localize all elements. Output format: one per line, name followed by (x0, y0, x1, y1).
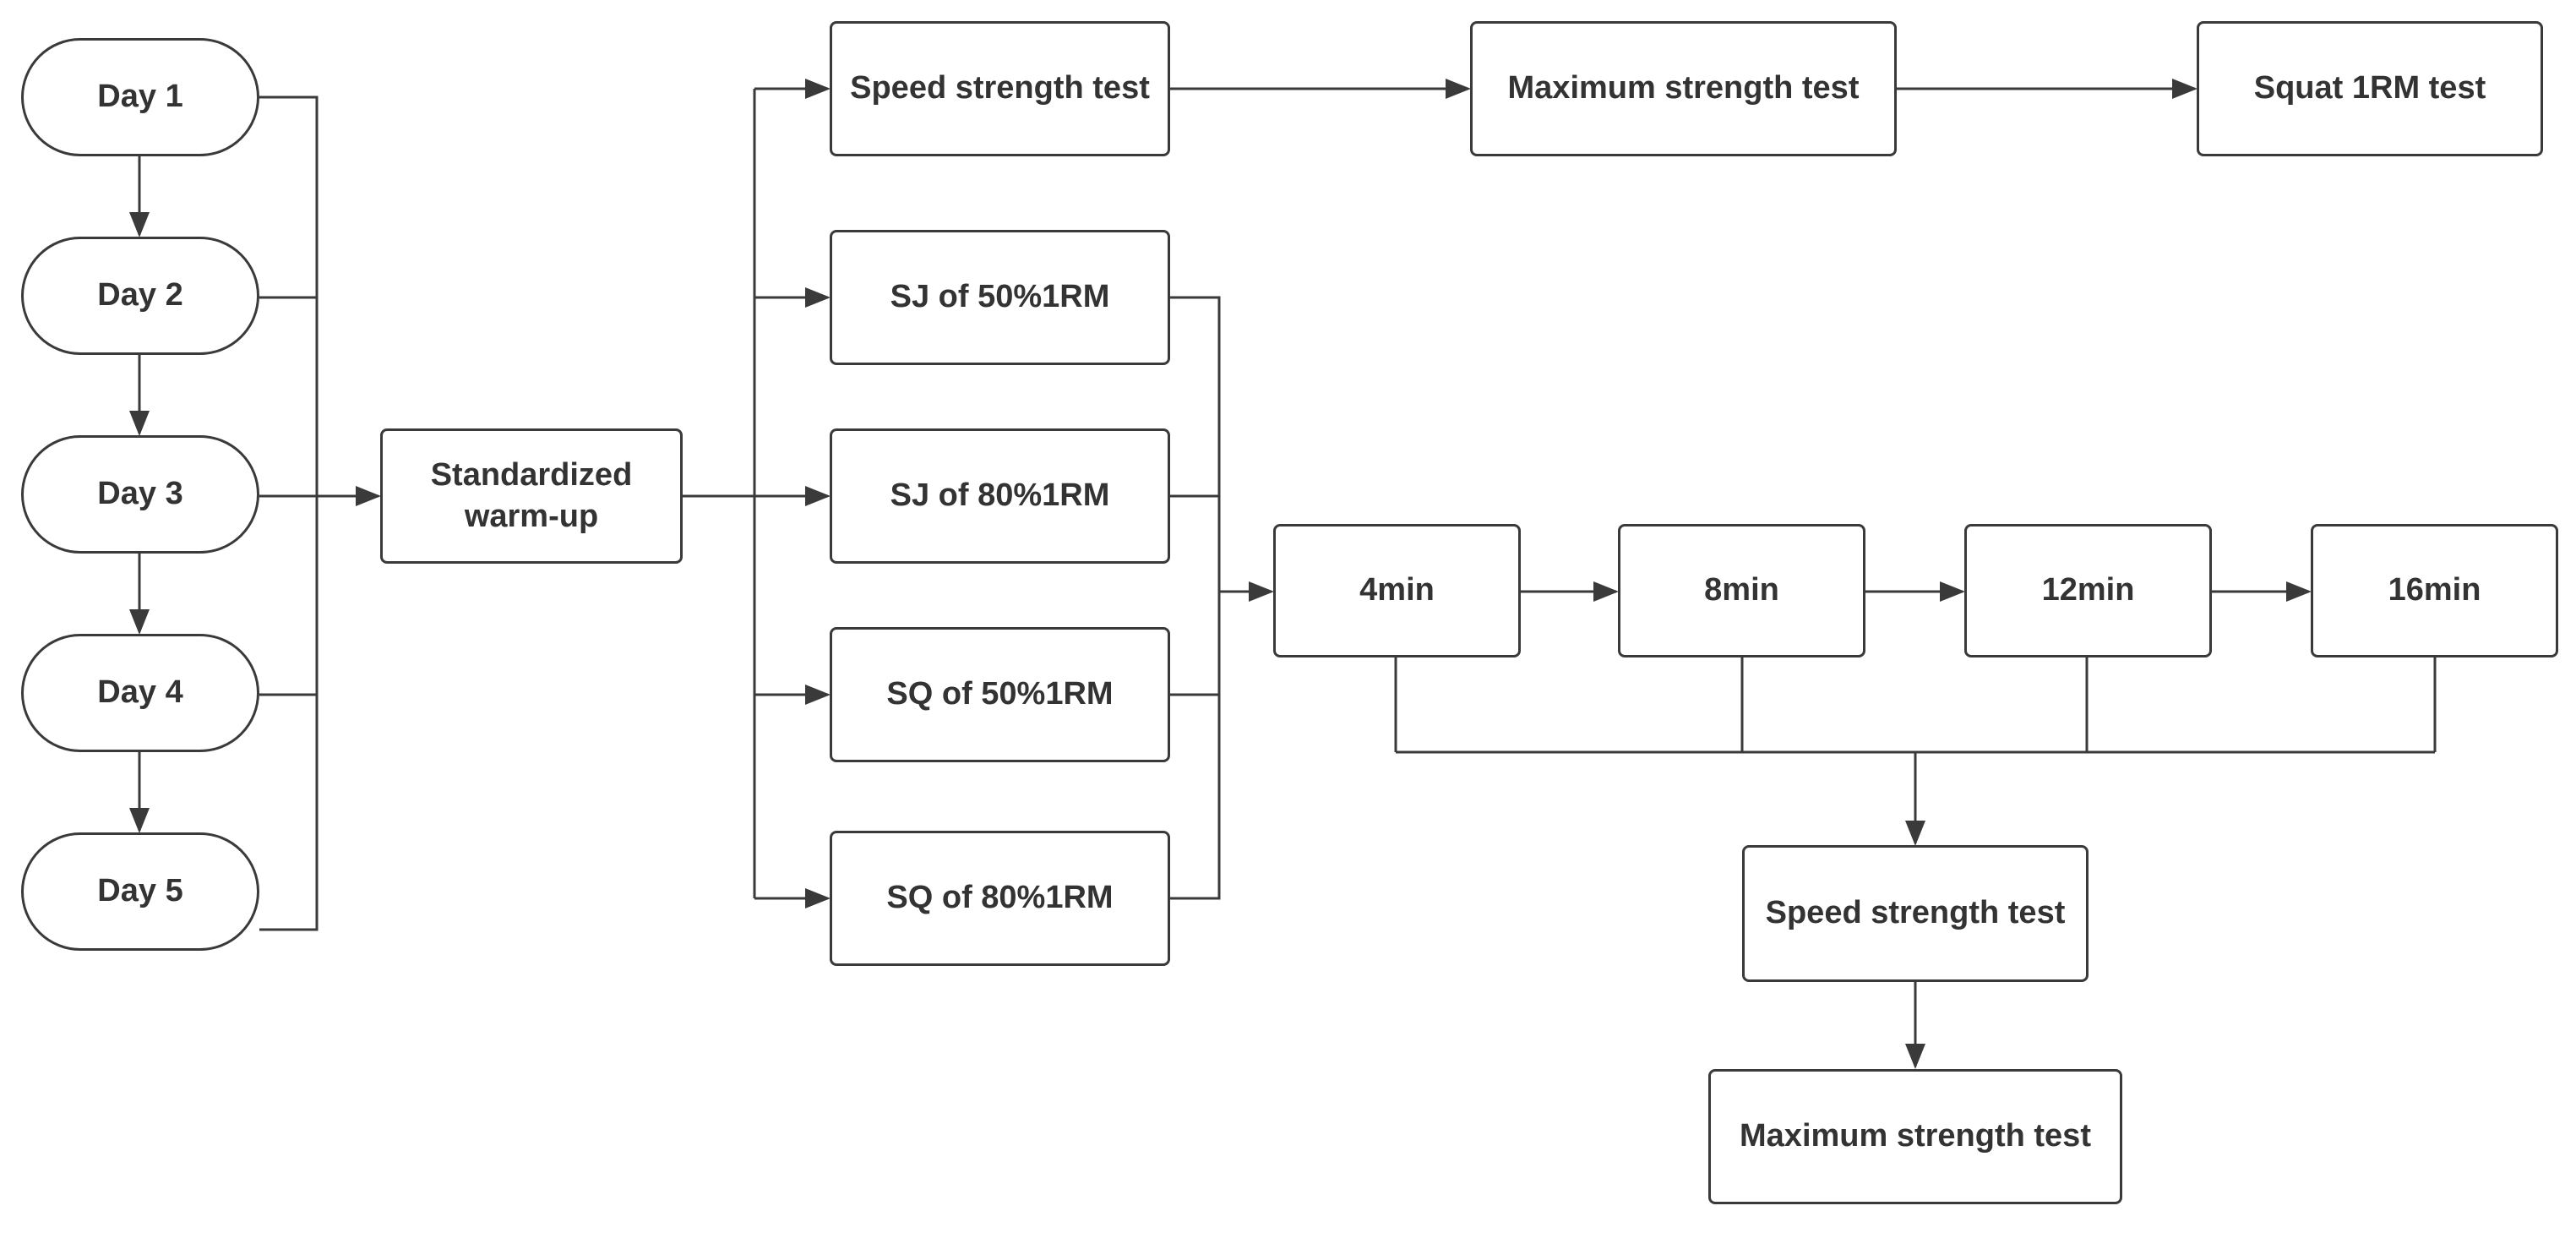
warmup-label: Standardized warm-up (430, 456, 633, 534)
squat-1rm-test-node: Squat 1RM test (2197, 21, 2543, 156)
interval-12min-node: 12min (1964, 524, 2212, 657)
day-3-label: Day 3 (97, 476, 183, 512)
sq-50-node: SQ of 50%1RM (830, 627, 1170, 762)
speed-strength-test-bottom-node: Speed strength test (1742, 845, 2089, 982)
day-2-node: Day 2 (21, 237, 259, 355)
day-5-label: Day 5 (97, 873, 183, 909)
day-4-label: Day 4 (97, 674, 183, 711)
day-4-node: Day 4 (21, 634, 259, 752)
maximum-strength-test-top-node: Maximum strength test (1470, 21, 1897, 156)
day-1-label: Day 1 (97, 79, 183, 115)
interval-16min-node: 16min (2311, 524, 2558, 657)
speed-strength-test-bottom-label: Speed strength test (1765, 895, 2066, 931)
sj-80-node: SJ of 80%1RM (830, 428, 1170, 564)
speed-strength-test-top-label: Speed strength test (850, 70, 1150, 106)
day-3-node: Day 3 (21, 435, 259, 554)
interval-4min-node: 4min (1273, 524, 1521, 657)
day-2-label: Day 2 (97, 277, 183, 314)
sq-80-node: SQ of 80%1RM (830, 831, 1170, 966)
sj-50-label: SJ of 50%1RM (890, 279, 1110, 315)
interval-4min-label: 4min (1359, 572, 1435, 608)
interval-12min-label: 12min (2041, 572, 2135, 608)
maximum-strength-test-bottom-label: Maximum strength test (1740, 1118, 2091, 1154)
interval-8min-label: 8min (1704, 572, 1779, 608)
connector-days-bracket (259, 95, 319, 931)
maximum-strength-test-top-label: Maximum strength test (1507, 70, 1860, 106)
sq-50-label: SQ of 50%1RM (886, 676, 1114, 712)
warmup-node: Standardized warm-up (380, 428, 683, 564)
interval-8min-node: 8min (1618, 524, 1865, 657)
speed-strength-test-top-node: Speed strength test (830, 21, 1170, 156)
squat-1rm-test-label: Squat 1RM test (2253, 70, 2486, 106)
interval-16min-label: 16min (2388, 572, 2481, 608)
maximum-strength-test-bottom-node: Maximum strength test (1708, 1069, 2122, 1204)
day-5-node: Day 5 (21, 832, 259, 951)
sq-80-label: SQ of 80%1RM (886, 880, 1114, 916)
connector-conditions-bracket (1170, 296, 1221, 900)
sj-80-label: SJ of 80%1RM (890, 477, 1110, 514)
sj-50-node: SJ of 50%1RM (830, 230, 1170, 365)
day-1-node: Day 1 (21, 38, 259, 156)
